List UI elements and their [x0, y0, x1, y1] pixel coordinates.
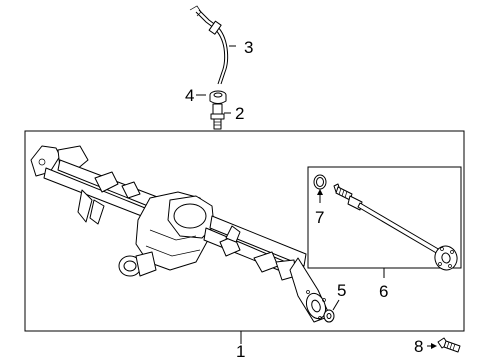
- bolt: [437, 337, 461, 353]
- hose-clip: [209, 90, 227, 104]
- callout-6: 6: [379, 282, 388, 301]
- o-ring: [313, 174, 327, 190]
- callout-5: 5: [337, 281, 346, 300]
- callout-2: 2: [235, 104, 244, 123]
- callout-3: 3: [244, 38, 253, 57]
- callout-4: 4: [185, 86, 194, 105]
- breather-fitting: [210, 103, 225, 130]
- leader-5: [332, 299, 340, 311]
- axle-housing: [30, 145, 331, 323]
- callout-8: 8: [414, 337, 423, 356]
- assembly-frame: [24, 130, 465, 332]
- vent-hose: [189, 5, 229, 85]
- callout-7: 7: [315, 208, 324, 227]
- callout-1: 1: [236, 342, 245, 360]
- leader-8-arrow: [431, 343, 437, 349]
- washer: [323, 309, 335, 323]
- leader-7-arrow: [317, 189, 323, 195]
- axle-shaft: [333, 183, 458, 271]
